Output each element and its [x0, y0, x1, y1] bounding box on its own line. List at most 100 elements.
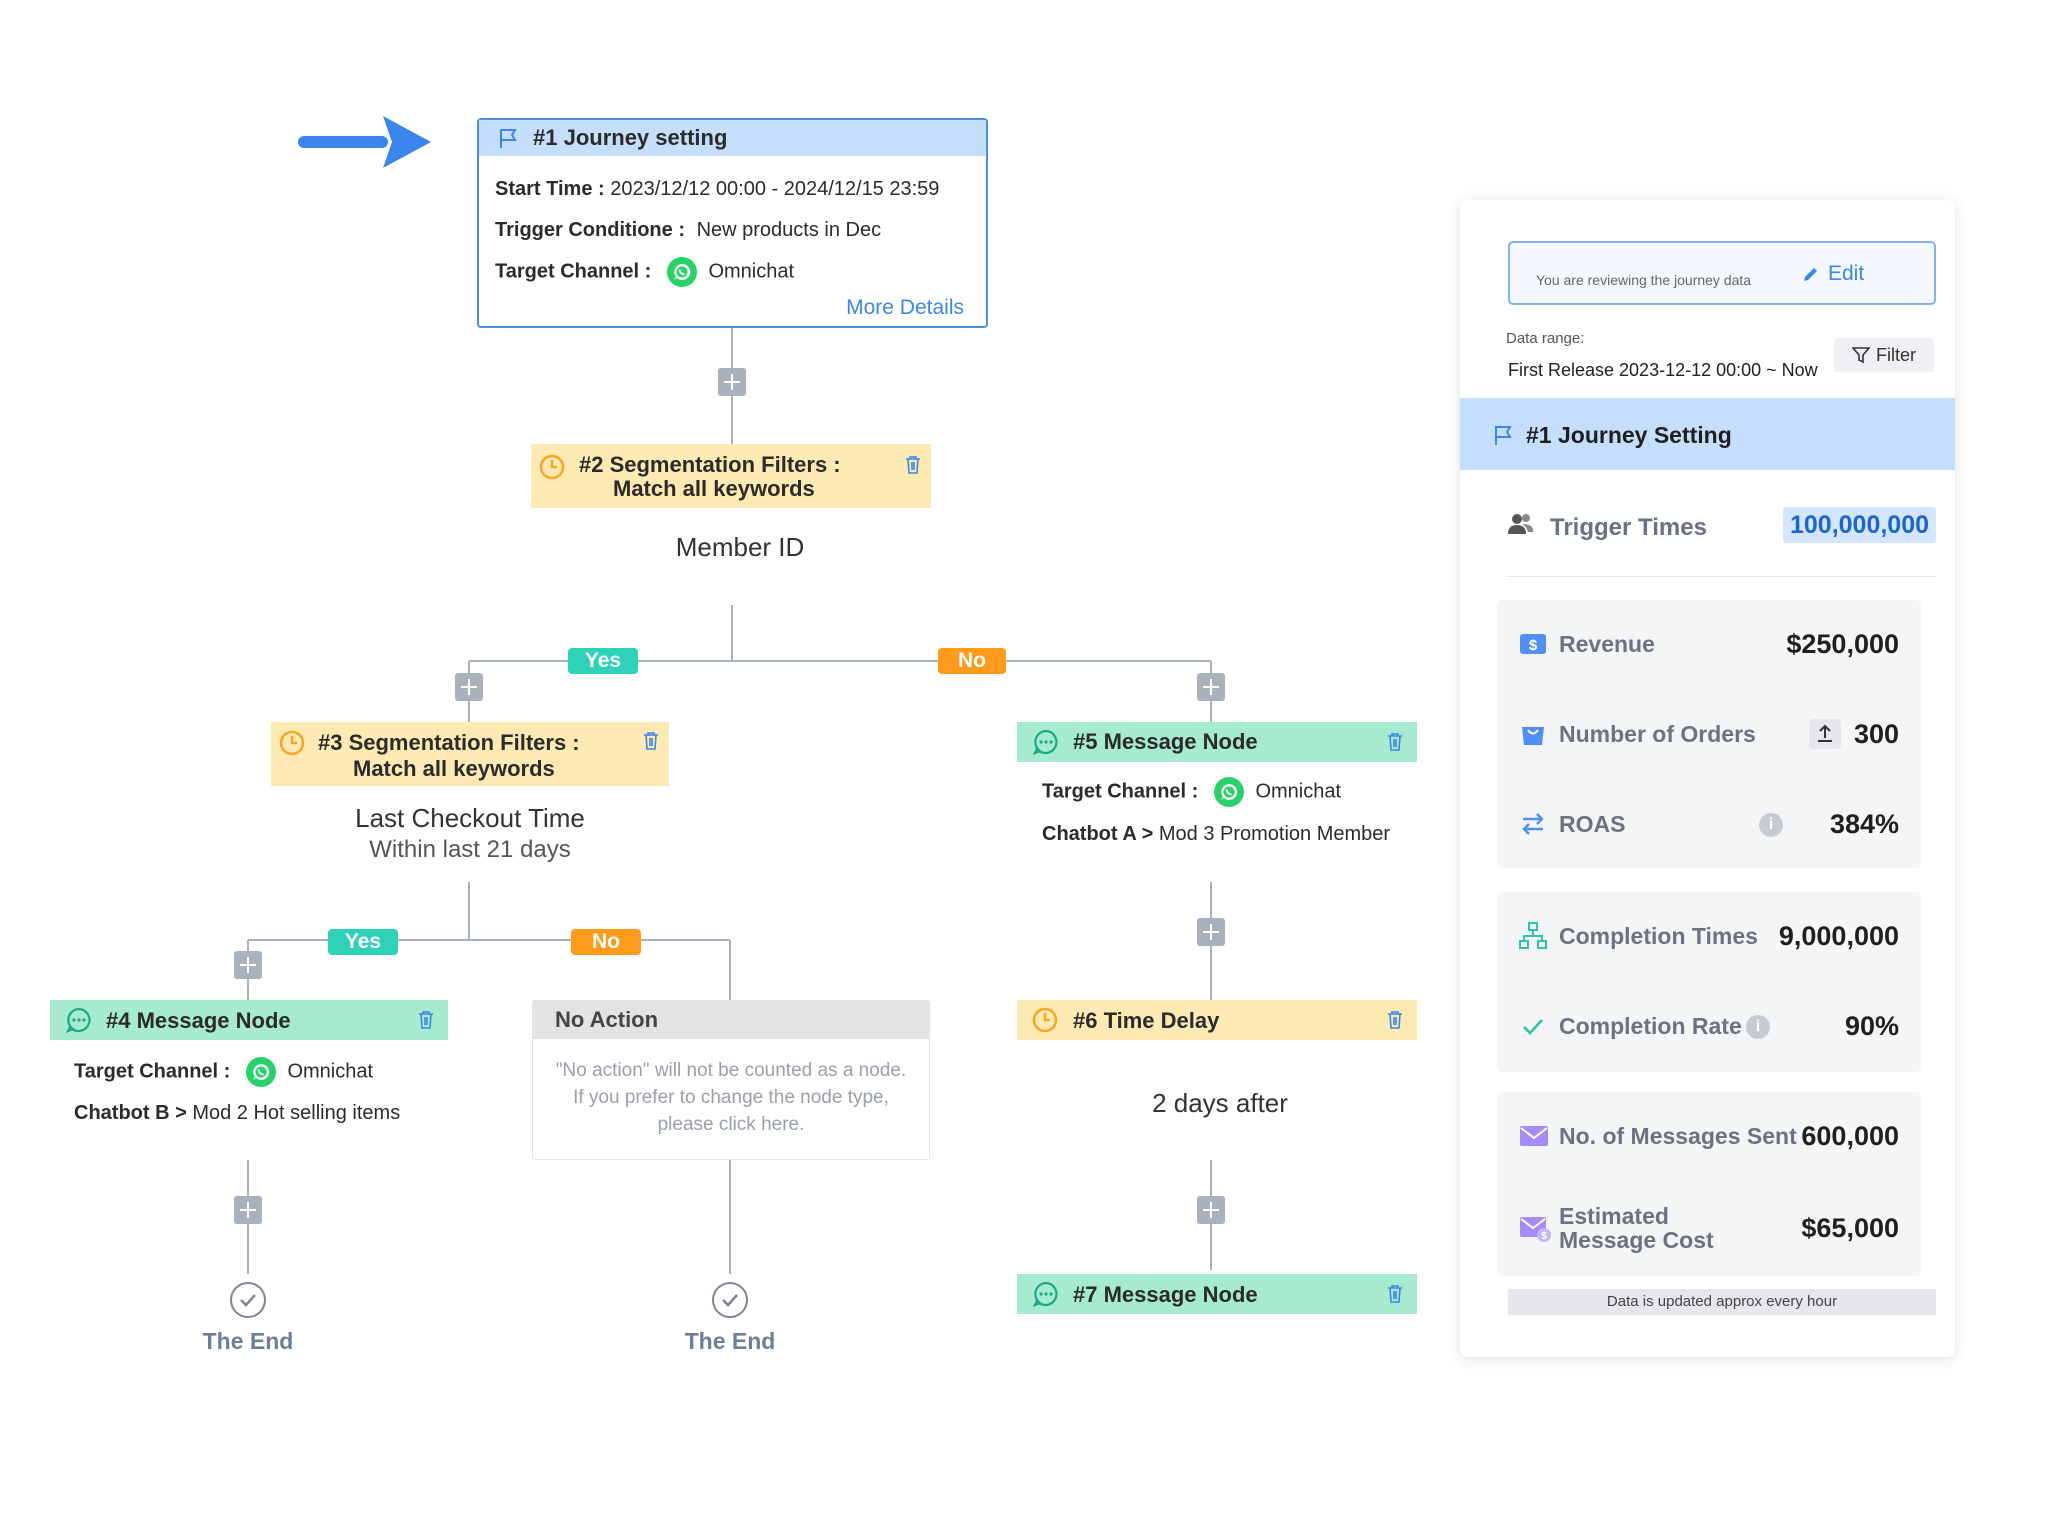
revenue-value: $250,000 [1786, 628, 1899, 659]
node-4-channel-value: Omnichat [287, 1060, 374, 1083]
upload-icon[interactable] [1809, 719, 1841, 749]
segmentation-node-3[interactable]: #3 Segmentation Filters : Match all keyw… [271, 722, 669, 786]
delete-icon[interactable] [905, 456, 921, 474]
no-action-text[interactable]: "No action" will not be counted as a nod… [555, 1060, 907, 1135]
message-metrics-card: No. of Messages Sent 600,000 $ Estimated… [1497, 1092, 1921, 1276]
node-3-content-line2: Within last 21 days [369, 836, 571, 863]
journey-setting-node[interactable]: #1 Journey setting Start Time : 2023/12/… [477, 118, 988, 328]
add-node-button[interactable] [1197, 918, 1225, 946]
clock-icon [539, 454, 565, 480]
chat-icon [1032, 729, 1058, 756]
node-3-title-line1: #3 Segmentation Filters : [318, 730, 580, 755]
flag-icon [500, 129, 517, 148]
delete-icon[interactable] [1387, 733, 1403, 751]
add-node-button[interactable] [455, 673, 483, 701]
end-label: The End [202, 1328, 294, 1354]
target-channel-row: Target Channel : Omnichat [495, 257, 794, 287]
edit-button[interactable]: Edit [1802, 262, 1864, 286]
delete-icon[interactable] [1387, 1011, 1403, 1029]
end-check-icon [712, 1282, 748, 1318]
segmentation-node-2[interactable]: #2 Segmentation Filters : Match all keyw… [531, 444, 931, 508]
delete-icon[interactable] [1387, 1285, 1403, 1303]
review-text: You are reviewing the journey data [1536, 272, 1752, 288]
node-4-chatbot-row: Chatbot B > Mod 2 Hot selling items [74, 1102, 400, 1125]
svg-text:$: $ [1541, 1231, 1547, 1242]
no-action-node[interactable]: No Action "No action" will not be counte… [532, 1000, 930, 1160]
node-2-title-line2: Match all keywords [613, 476, 815, 501]
journey-setting-title: #1 Journey setting [533, 125, 728, 150]
clock-icon [279, 730, 305, 756]
completion-times-row: Completion Times 9,000,000 [1497, 916, 1921, 956]
orders-value: 300 [1853, 718, 1899, 749]
node-5-chatbot-label: Chatbot A > [1042, 823, 1154, 845]
revenue-metrics-card: $ Revenue $250,000 Number of Orders 300 … [1497, 600, 1921, 868]
clock-icon [1032, 1007, 1058, 1033]
start-time-value: 2023/12/12 00:00 - 2024/12/15 23:59 [610, 178, 940, 200]
branch-yes-label: Yes [328, 929, 398, 955]
chat-icon [1032, 1281, 1058, 1308]
envelope-dollar-icon: $ [1520, 1217, 1551, 1242]
trigger-row: Trigger Conditione : New products in Dec [495, 219, 881, 242]
end-label: The End [684, 1328, 776, 1354]
node-5-channel-row: Target Channel : Omnichat [1042, 777, 1341, 807]
filter-label: Filter [1876, 344, 1916, 365]
time-delay-node-6[interactable]: #6 Time Delay [1017, 1000, 1417, 1040]
trigger-label: Trigger Conditione : [495, 219, 685, 241]
more-details-link[interactable]: More Details [846, 296, 964, 319]
review-banner: You are reviewing the journey data Edit [1508, 241, 1936, 305]
info-icon[interactable]: i [1746, 1015, 1770, 1039]
node-4-chatbot-label: Chatbot B > [74, 1102, 187, 1124]
roas-value: 384% [1829, 808, 1899, 839]
node-4-channel-label: Target Channel : [74, 1060, 231, 1083]
add-node-button[interactable] [234, 951, 262, 979]
orders-label: Number of Orders [1559, 720, 1756, 747]
node-4-channel-row: Target Channel : Omnichat [74, 1057, 373, 1087]
completion-rate-label: Completion Rate [1559, 1012, 1742, 1039]
start-time-row: Start Time : 2023/12/12 00:00 - 2024/12/… [495, 178, 939, 201]
add-node-button[interactable] [718, 368, 746, 396]
node-6-content: 2 days after [1152, 1088, 1288, 1118]
message-cost-label: Estimated Message Cost [1559, 1204, 1714, 1252]
start-time-label: Start Time : [495, 178, 605, 200]
completion-times-label: Completion Times [1559, 922, 1758, 949]
chat-icon [65, 1007, 91, 1034]
no-action-title: No Action [533, 1001, 929, 1039]
messages-sent-value: 600,000 [1801, 1120, 1899, 1151]
messages-sent-row: No. of Messages Sent 600,000 [1497, 1116, 1921, 1156]
data-range-value: First Release 2023-12-12 00:00 ~ Now [1508, 360, 1818, 380]
node-5-chatbot-value: Mod 3 Promotion Member [1158, 823, 1391, 845]
message-cost-value: $65,000 [1801, 1212, 1899, 1243]
delete-icon[interactable] [643, 732, 659, 750]
add-node-button[interactable] [1197, 1196, 1225, 1224]
message-node-5[interactable]: #5 Message Node [1017, 722, 1417, 762]
roas-label: ROAS [1559, 810, 1626, 837]
message-node-7[interactable]: #7 Message Node [1017, 1274, 1417, 1314]
message-node-4[interactable]: #4 Message Node [50, 1000, 448, 1040]
trigger-times-label: Trigger Times [1550, 514, 1707, 541]
whatsapp-icon [245, 1057, 276, 1087]
node-2-content: Member ID [675, 532, 805, 562]
info-icon[interactable]: i [1759, 813, 1783, 837]
node-7-title: #7 Message Node [1073, 1282, 1258, 1307]
divider [1506, 576, 1936, 577]
pencil-icon [1804, 268, 1817, 281]
add-node-button[interactable] [1197, 673, 1225, 701]
swap-arrows-icon [1522, 813, 1544, 835]
filter-button[interactable]: Filter [1834, 338, 1934, 372]
messages-sent-label: No. of Messages Sent [1559, 1122, 1797, 1149]
orders-row: Number of Orders 300 [1497, 714, 1921, 754]
dollar-icon: $ [1520, 634, 1546, 654]
svg-text:$: $ [1529, 637, 1538, 654]
node-4-title: #4 Message Node [106, 1008, 291, 1033]
journey-setting-header: #1 Journey setting [479, 120, 986, 156]
node-5-channel-label: Target Channel : [1042, 780, 1199, 803]
add-node-button[interactable] [234, 1196, 262, 1224]
shopping-bag-icon [1522, 727, 1544, 745]
whatsapp-icon [1213, 777, 1244, 807]
completion-metrics-card: Completion Times 9,000,000 Completion Ra… [1497, 892, 1921, 1072]
target-channel-label: Target Channel : [495, 260, 652, 283]
node-5-channel-value: Omnichat [1255, 780, 1342, 803]
node-6-title: #6 Time Delay [1073, 1008, 1220, 1033]
delete-icon[interactable] [418, 1011, 434, 1029]
filter-icon [1852, 347, 1870, 364]
